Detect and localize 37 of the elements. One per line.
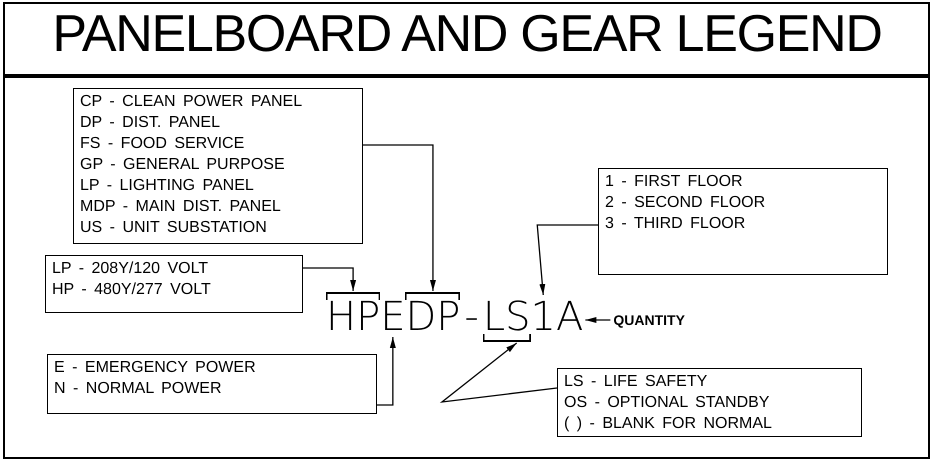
legend-entry: HP - 480Y/277 VOLT: [52, 280, 212, 300]
arrow: [536, 224, 598, 296]
arrow: [440, 342, 558, 403]
legend-entry: N - NORMAL POWER: [54, 379, 223, 399]
designation-letters: E: [380, 291, 406, 335]
designation-letters: A: [556, 291, 584, 335]
legend-entry: US - UNIT SUBSTATION: [80, 218, 268, 238]
title: PANELBOARD AND GEAR LEGEND: [51, 8, 883, 60]
arrow: [377, 337, 396, 406]
legend-box: [557, 368, 862, 437]
legend-entry: ( ) - BLANK FOR NORMAL: [564, 414, 773, 434]
legend-entry: E - EMERGENCY POWER: [54, 358, 257, 378]
legend-entry: CP - CLEAN POWER PANEL: [80, 92, 304, 112]
legend-entry: 2 - SECOND FLOOR: [605, 193, 766, 213]
arrow: [585, 317, 610, 323]
separator-dash: -: [463, 293, 480, 335]
legend-entry: LS - LIFE SAFETY: [564, 372, 708, 392]
legend-entry: 3 - THIRD FLOOR: [605, 214, 746, 234]
designation-letters: HP: [326, 291, 380, 335]
legend-entry: FS - FOOD SERVICE: [80, 134, 246, 154]
legend-entry: OS - OPTIONAL STANDBY: [564, 393, 770, 413]
legend-box: [598, 168, 888, 275]
legend-entry: GP - GENERAL PURPOSE: [80, 155, 286, 175]
arrow: [363, 144, 436, 291]
designation-letters: DP: [405, 291, 460, 335]
legend-entry: LP - 208Y/120 VOLT: [52, 259, 210, 279]
quantity-label: QUANTITY: [613, 313, 685, 327]
legend-box: [45, 255, 303, 313]
legend-entry: MDP - MAIN DIST. PANEL: [80, 197, 282, 217]
legend-entry: 1 - FIRST FLOOR: [605, 172, 744, 192]
designation-letters: 1: [530, 291, 556, 335]
legend-box: [73, 88, 363, 244]
legend-entry: DP - DIST. PANEL: [80, 113, 221, 133]
legend-entry: LP - LIGHTING PANEL: [80, 176, 255, 196]
legend-box: [47, 354, 377, 414]
designation-letters: LS: [482, 291, 531, 343]
arrow: [303, 267, 356, 291]
